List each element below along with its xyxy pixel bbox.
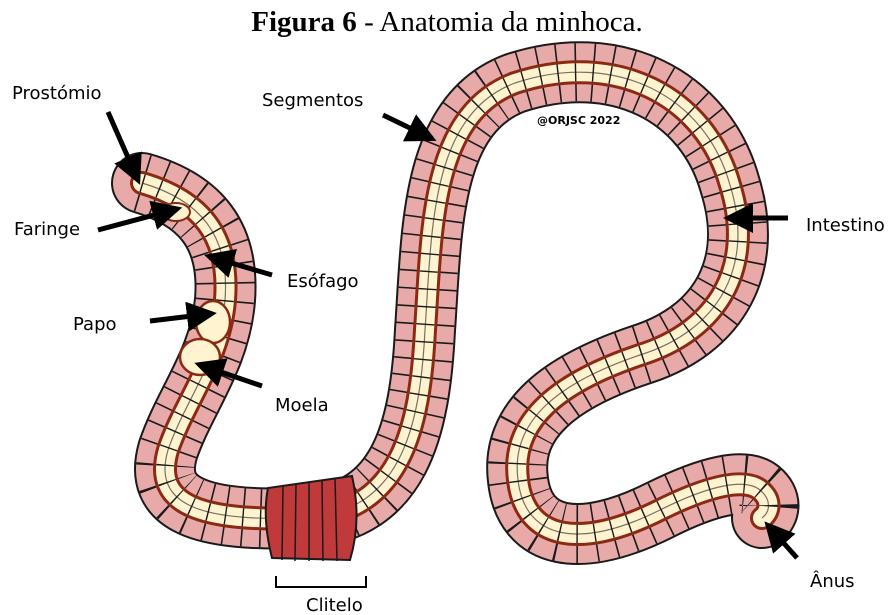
papo-organ xyxy=(196,301,230,343)
label-papo: Papo xyxy=(73,314,117,335)
watermark: @ORJSC 2022 xyxy=(537,114,620,127)
label-clitelo: Clitelo xyxy=(306,595,363,615)
arrow-prostomio xyxy=(108,112,130,162)
moela-organ xyxy=(180,339,220,375)
label-esofago: Esófago xyxy=(287,271,359,292)
label-prostomio: Prostómio xyxy=(12,83,102,104)
arrow-faringe xyxy=(98,214,158,230)
arrow-papo xyxy=(150,316,192,321)
worm-body xyxy=(142,72,769,534)
label-anus: Ânus xyxy=(810,570,855,592)
label-faringe: Faringe xyxy=(14,219,80,240)
arrow-anus xyxy=(781,540,797,558)
clitelo-bracket xyxy=(276,576,366,587)
label-intestino: Intestino xyxy=(806,215,885,236)
faringe-organ xyxy=(162,203,190,221)
label-segmentos: Segmentos xyxy=(262,90,363,111)
label-moela: Moela xyxy=(275,395,329,416)
clitellum xyxy=(266,476,357,561)
arrow-segmentos xyxy=(383,115,414,130)
